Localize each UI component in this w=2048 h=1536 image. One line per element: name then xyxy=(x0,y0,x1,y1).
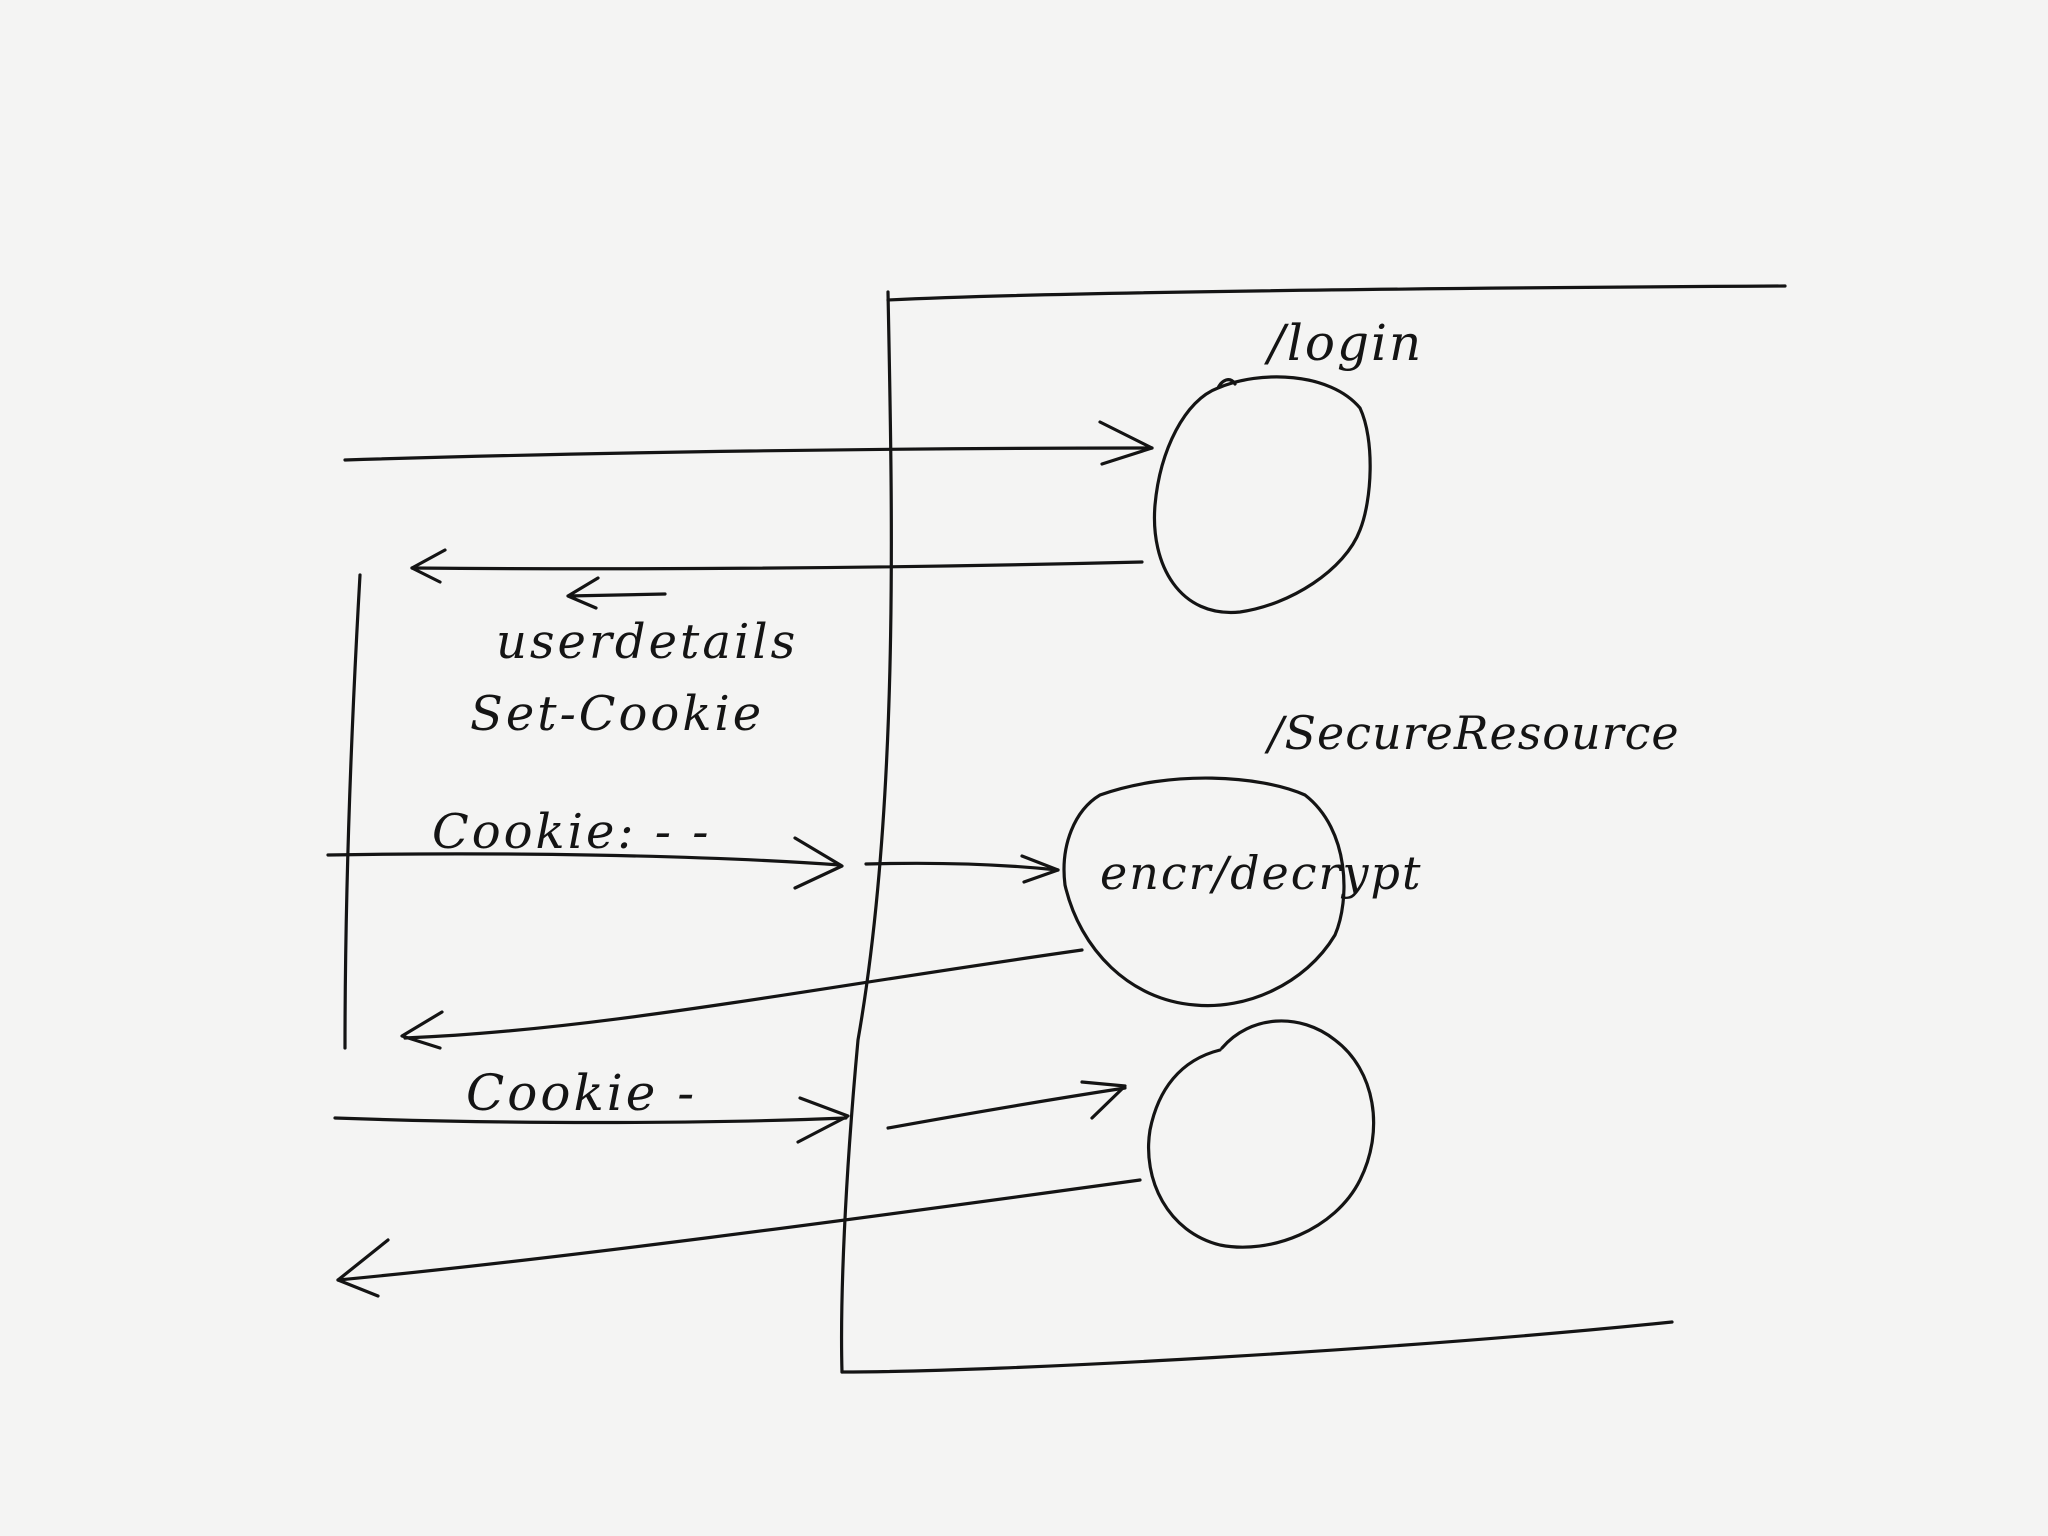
encr-response-arrowhead xyxy=(400,1010,444,1050)
cookie-request-arrow-1 xyxy=(326,852,842,867)
login-request-arrowhead xyxy=(1098,420,1154,466)
server-boundary-left xyxy=(839,290,893,1374)
cookie-request-arrowhead-1 xyxy=(793,836,844,890)
login-endpoint-circle xyxy=(1152,375,1372,615)
login-endpoint-label: /login xyxy=(1268,314,1424,372)
encr-request-arrow xyxy=(864,861,1060,872)
server-boundary-top xyxy=(886,284,1787,302)
encr-response-arrow xyxy=(403,948,1084,1040)
login-response-arrow xyxy=(410,560,1144,571)
set-cookie-label: Set-Cookie xyxy=(470,686,765,742)
encr-decrypt-label: encr/decrypt xyxy=(1100,846,1423,900)
encr-request-arrowhead xyxy=(1020,854,1060,884)
secure-resource-label: /SecureResource xyxy=(1268,706,1680,760)
third-request-arrowhead xyxy=(1080,1080,1127,1120)
third-endpoint-circle xyxy=(1147,1019,1376,1249)
third-response-arrowhead xyxy=(336,1238,390,1298)
userdetails-label: userdetails xyxy=(496,614,799,670)
client-lifeline xyxy=(343,573,362,1050)
login-request-arrow xyxy=(343,446,1154,462)
cookie-request-arrow-2 xyxy=(333,1116,848,1125)
third-response-arrow xyxy=(336,1178,1142,1282)
secure-resource-circle xyxy=(1062,776,1346,1008)
cookie-request-arrowhead-2 xyxy=(796,1096,850,1144)
third-request-arrow xyxy=(886,1086,1127,1130)
login-response-arrowhead xyxy=(410,548,447,584)
userdetails-small-arrow xyxy=(566,576,667,610)
cookie-request-label-1: Cookie: - - xyxy=(432,804,712,860)
cookie-request-label-2: Cookie - xyxy=(466,1064,698,1122)
server-boundary-bottom xyxy=(840,1320,1674,1374)
